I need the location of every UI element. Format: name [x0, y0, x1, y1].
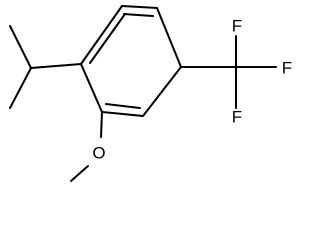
- methoxy-bond-ring-o: [100, 111, 103, 138]
- isopropyl-bond-methyl-up: [9, 25, 32, 69]
- isopropyl-bond-methyl-down: [9, 67, 32, 109]
- ring-bond-bottom-inner: [105, 103, 141, 109]
- ring-bond-upper-left-inner: [89, 13, 126, 64]
- ring-bond-lower-left: [80, 63, 103, 113]
- atom-label-oxygen: O: [92, 144, 105, 163]
- atom-label-f-bottom: F: [232, 108, 242, 127]
- atom-labels: F F F O: [92, 17, 292, 163]
- ring-bond-lower-right: [142, 66, 182, 117]
- ring-bond-upper-left: [80, 5, 123, 65]
- ring-bond-top-inner: [123, 13, 154, 17]
- ring-bond-top: [121, 5, 158, 9]
- molecule-structure: F F F O: [9, 5, 292, 182]
- ring-bond-bottom: [101, 111, 144, 117]
- isopropyl-bond-ch: [30, 63, 82, 69]
- bond-lines: [9, 5, 277, 182]
- methoxy-bond-o-methyl: [70, 165, 89, 182]
- ring-bond-upper-right: [156, 7, 182, 68]
- atom-label-f-right: F: [282, 59, 292, 78]
- atom-label-f-top: F: [232, 17, 242, 36]
